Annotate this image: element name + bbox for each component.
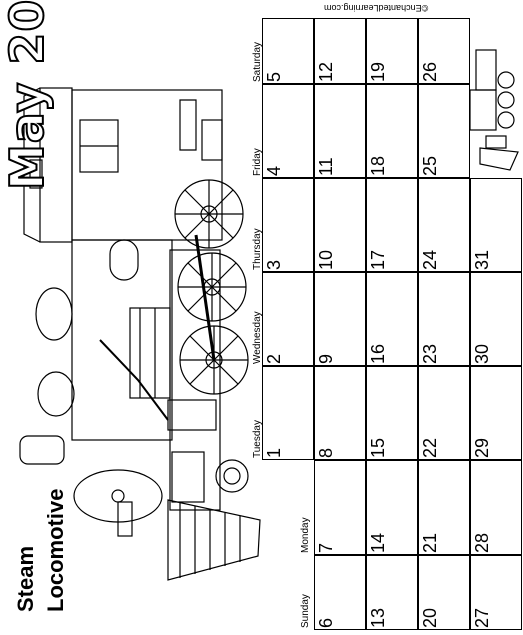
day-cell <box>366 366 418 460</box>
day-number: 30 <box>472 343 492 364</box>
subtitle-line2: Locomotive <box>43 488 68 612</box>
day-number: 26 <box>420 61 440 82</box>
weekday-label: Monday <box>300 517 311 553</box>
drive-wheel-2 <box>177 252 247 322</box>
drive-wheel-1 <box>174 179 244 249</box>
day-number: 15 <box>368 437 388 458</box>
buffer <box>171 451 205 503</box>
day-number: 23 <box>420 343 440 364</box>
day-number: 3 <box>264 259 284 270</box>
weekday-label: Sunday <box>300 594 311 628</box>
day-cell <box>314 18 366 84</box>
day-cell <box>262 272 314 366</box>
day-number: 24 <box>420 249 440 270</box>
day-number: 22 <box>420 437 440 458</box>
day-cell <box>418 84 470 178</box>
day-number: 5 <box>264 71 284 82</box>
day-cell <box>314 178 366 272</box>
day-number: 10 <box>316 249 336 270</box>
day-number: 1 <box>264 447 284 458</box>
day-cell <box>314 366 366 460</box>
smokestack <box>19 435 65 465</box>
cab-roof-edge <box>23 87 41 243</box>
day-number: 8 <box>316 447 336 458</box>
day-number: 29 <box>472 437 492 458</box>
day-cell <box>366 272 418 366</box>
day-cell <box>314 84 366 178</box>
day-number: 16 <box>368 343 388 364</box>
dome <box>109 239 139 281</box>
calendar-title: May 2001 <box>0 0 55 191</box>
subtitle-line1: Steam <box>13 545 38 612</box>
day-cell <box>366 178 418 272</box>
pilot-wheel <box>215 459 249 493</box>
sand-dome <box>35 287 73 341</box>
day-number: 31 <box>472 249 492 270</box>
day-cell <box>470 366 522 460</box>
small-train-icon <box>469 49 519 171</box>
day-cell <box>470 272 522 366</box>
steam-dome <box>37 371 75 417</box>
day-cell <box>262 84 314 178</box>
day-cell <box>262 366 314 460</box>
bell <box>29 159 43 189</box>
day-cell <box>366 18 418 84</box>
day-cell <box>418 272 470 366</box>
day-cell <box>418 366 470 460</box>
day-number: 4 <box>264 165 284 176</box>
day-cell <box>418 178 470 272</box>
cylinder <box>129 307 171 399</box>
headlight <box>117 501 133 537</box>
day-number: 9 <box>316 353 336 364</box>
credit-text: ©EnchantedLearning.com <box>324 3 429 13</box>
boiler <box>71 239 173 441</box>
day-number: 19 <box>368 61 388 82</box>
day-number: 11 <box>316 157 336 176</box>
day-number: 2 <box>264 353 284 364</box>
cowcatcher <box>167 499 261 581</box>
grid-outline <box>314 460 522 630</box>
day-cell <box>262 18 314 84</box>
side-rod <box>194 234 216 361</box>
day-cell <box>314 272 366 366</box>
steam-chest <box>167 399 217 431</box>
day-cell <box>418 18 470 84</box>
day-cell <box>366 84 418 178</box>
day-cell <box>262 178 314 272</box>
day-number: 18 <box>368 155 388 176</box>
day-number: 12 <box>316 61 336 82</box>
cab-body <box>71 89 223 241</box>
day-number: 25 <box>420 155 440 176</box>
day-number: 17 <box>368 249 388 270</box>
day-cell <box>470 178 522 272</box>
